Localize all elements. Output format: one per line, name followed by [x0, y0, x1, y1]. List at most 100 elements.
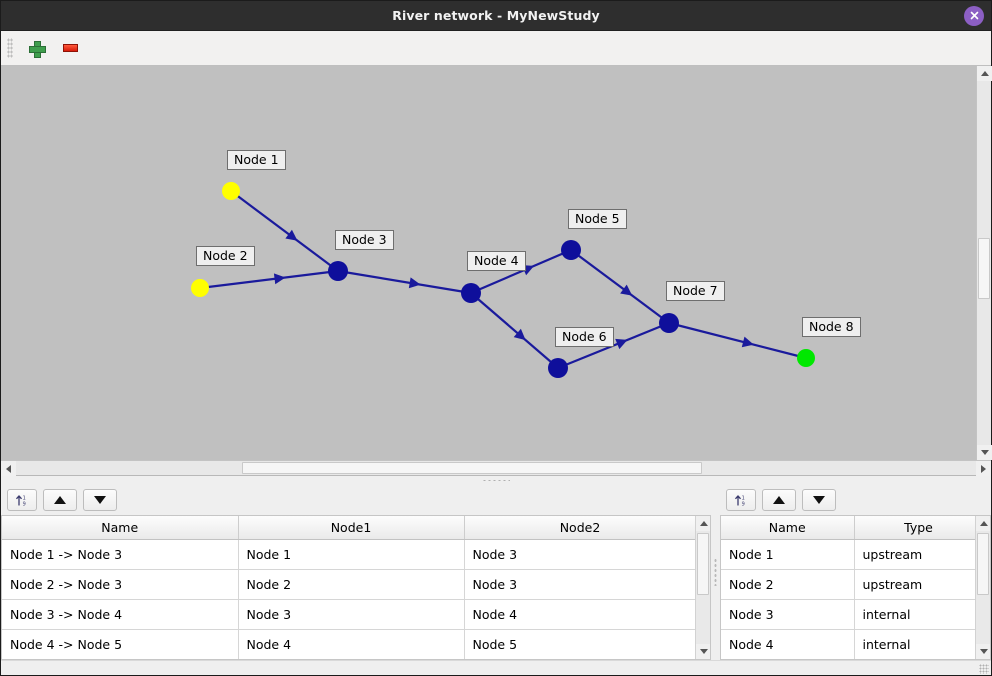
triangle-up-icon	[980, 71, 989, 76]
triangle-up-icon	[699, 521, 708, 526]
node-table-scrollbar[interactable]	[975, 516, 990, 659]
graph-node[interactable]	[191, 279, 209, 297]
table-cell[interactable]: upstream	[854, 539, 975, 570]
graph-node-label[interactable]: Node 4	[467, 251, 526, 271]
graph-node-label[interactable]: Node 2	[196, 246, 255, 266]
table-cell[interactable]: internal	[854, 629, 975, 659]
graph-node[interactable]	[561, 240, 581, 260]
graph-edge[interactable]	[470, 248, 572, 295]
graph-node[interactable]	[328, 261, 348, 281]
table-cell[interactable]: Node 2	[238, 569, 465, 600]
column-header[interactable]: Type	[854, 516, 975, 540]
graph-node-label[interactable]: Node 8	[802, 317, 861, 337]
table-cell[interactable]: Node 2 -> Node 3	[2, 569, 239, 600]
branch-move-up-button[interactable]	[43, 488, 77, 511]
table-cell[interactable]: Node 4	[464, 599, 695, 630]
graph-edge[interactable]	[570, 249, 670, 324]
graph-node[interactable]	[659, 313, 679, 333]
branch-sort-button[interactable]: 1 9	[7, 488, 37, 511]
table-cell[interactable]: Node 1 -> Node 3	[2, 539, 239, 570]
node-move-down-button[interactable]	[802, 488, 836, 511]
vertical-scroll-track[interactable]	[977, 81, 991, 445]
column-header[interactable]: Node2	[464, 516, 695, 540]
window-resize-grip[interactable]	[979, 664, 989, 674]
node-scroll-track[interactable]	[976, 531, 990, 644]
node-scroll-up-button[interactable]	[976, 516, 990, 531]
graph-node-label[interactable]: Node 5	[568, 209, 627, 229]
branch-scroll-up-button[interactable]	[696, 516, 710, 531]
graph-node[interactable]	[222, 182, 240, 200]
canvas-vertical-scrollbar[interactable]	[976, 66, 992, 460]
network-graph-canvas[interactable]: Node 1 Node 2 Node 3 Node 4 Node 5 Node 6 Node…	[1, 66, 976, 460]
node-move-up-button[interactable]	[762, 488, 796, 511]
graph-edge[interactable]	[199, 269, 339, 290]
scroll-left-button[interactable]	[1, 461, 16, 476]
graph-edge[interactable]	[230, 190, 339, 272]
table-cell[interactable]: Node 1	[238, 539, 465, 570]
triangle-down-icon	[979, 649, 988, 654]
column-header[interactable]: Node1	[238, 516, 465, 540]
node-sort-button[interactable]: 1 9	[726, 488, 756, 511]
graph-node[interactable]	[548, 358, 568, 378]
table-cell[interactable]: upstream	[854, 569, 975, 600]
table-cell[interactable]: Node 5	[464, 629, 695, 659]
table-cell[interactable]: internal	[854, 599, 975, 630]
horizontal-scroll-thumb[interactable]	[241, 462, 703, 474]
node-scroll-thumb[interactable]	[977, 533, 989, 596]
node-scroll-down-button[interactable]	[976, 644, 990, 659]
column-header[interactable]: Name	[721, 516, 855, 540]
add-node-button[interactable]	[23, 35, 49, 61]
scroll-up-button[interactable]	[977, 66, 992, 81]
table-cell[interactable]: Node 4	[721, 629, 855, 659]
table-cell[interactable]: Node 3	[721, 599, 855, 630]
graph-node[interactable]	[797, 349, 815, 367]
branch-table-scrollbar[interactable]	[695, 516, 710, 659]
vertical-splitter[interactable]	[711, 484, 720, 660]
column-header[interactable]: Name	[2, 516, 239, 540]
table-cell[interactable]: Node 4 -> Node 5	[2, 629, 239, 659]
canvas-horizontal-scrollbar[interactable]	[1, 460, 991, 476]
table-cell[interactable]: Node 1	[721, 539, 855, 570]
vertical-scroll-thumb[interactable]	[978, 237, 990, 300]
table-cell[interactable]: Node 3	[464, 539, 695, 570]
table-cell[interactable]: Node 4	[238, 629, 465, 659]
branch-scroll-down-button[interactable]	[696, 644, 710, 659]
branch-scroll-track[interactable]	[696, 531, 710, 644]
horizontal-splitter[interactable]	[1, 475, 991, 484]
table-cell[interactable]: Node 3	[238, 599, 465, 630]
graph-node-label[interactable]: Node 3	[335, 230, 394, 250]
graph-node[interactable]	[461, 283, 481, 303]
triangle-down-icon	[699, 649, 708, 654]
graph-node-label[interactable]: Node 7	[666, 281, 725, 301]
toolbar-grip[interactable]	[7, 38, 13, 58]
branch-move-down-button[interactable]	[83, 488, 117, 511]
graph-edge[interactable]	[337, 269, 472, 295]
remove-node-button[interactable]	[57, 35, 83, 61]
graph-node-label[interactable]: Node 6	[555, 327, 614, 347]
graph-node-label[interactable]: Node 1	[227, 150, 286, 170]
graph-edge-arrow	[615, 338, 628, 350]
close-icon[interactable]	[964, 5, 984, 26]
horizontal-scroll-track[interactable]	[16, 461, 976, 475]
branch-scroll-thumb[interactable]	[697, 533, 709, 596]
table-cell[interactable]: Node 3 -> Node 4	[2, 599, 239, 630]
graph-edge[interactable]	[470, 292, 559, 369]
table-cell[interactable]: Node 3	[464, 569, 695, 600]
table-cell[interactable]: Node 2	[721, 569, 855, 600]
scroll-right-button[interactable]	[976, 461, 991, 476]
scroll-down-button[interactable]	[977, 445, 992, 460]
graph-edge[interactable]	[668, 321, 807, 360]
